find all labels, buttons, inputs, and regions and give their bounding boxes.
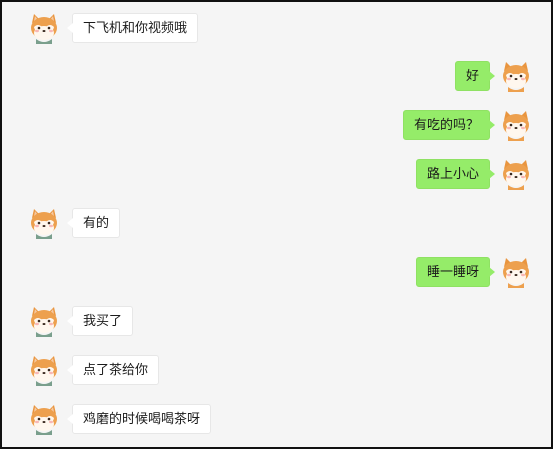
message-bubble-incoming[interactable]: 我买了 [66,306,134,336]
message-bubble-outgoing[interactable]: 好 [454,61,496,91]
message-bubble-incoming[interactable]: 下飞机和你视频哦 [66,13,199,43]
user-avatar[interactable] [499,157,533,191]
message-row: 下飞机和你视频哦 [2,11,551,47]
shiba-dog-avatar-icon [503,62,529,92]
shiba-dog-avatar-icon [31,356,57,386]
message-bubble-outgoing[interactable]: 睡一睡呀 [415,257,496,287]
contact-avatar[interactable] [27,11,61,45]
message-bubble-outgoing[interactable]: 路上小心 [415,159,496,189]
contact-avatar[interactable] [27,402,61,436]
shiba-dog-avatar-icon [503,160,529,190]
message-bubble-incoming[interactable]: 有的 [66,208,121,238]
shiba-dog-avatar-icon [31,405,57,435]
shiba-dog-avatar-icon [31,14,57,44]
shiba-dog-avatar-icon [31,209,57,239]
shiba-dog-avatar-icon [503,258,529,288]
message-row: 我买了 [2,304,551,340]
user-avatar[interactable] [499,108,533,142]
message-row: 点了茶给你 [2,353,551,389]
shiba-dog-avatar-icon [503,111,529,141]
message-row: 鸡磨的时候喝喝茶呀 [2,402,551,438]
message-row: 好 [2,59,551,95]
message-bubble-outgoing[interactable]: 有吃的吗？ [402,110,496,140]
message-row: 路上小心 [2,157,551,193]
message-row: 有吃的吗？ [2,108,551,144]
message-bubble-incoming[interactable]: 点了茶给你 [66,355,160,385]
shiba-dog-avatar-icon [31,307,57,337]
user-avatar[interactable] [499,59,533,93]
user-avatar[interactable] [499,255,533,289]
contact-avatar[interactable] [27,206,61,240]
contact-avatar[interactable] [27,304,61,338]
message-row: 有的 [2,206,551,242]
message-row: 睡一睡呀 [2,255,551,291]
contact-avatar[interactable] [27,353,61,387]
message-bubble-incoming[interactable]: 鸡磨的时候喝喝茶呀 [66,404,212,434]
